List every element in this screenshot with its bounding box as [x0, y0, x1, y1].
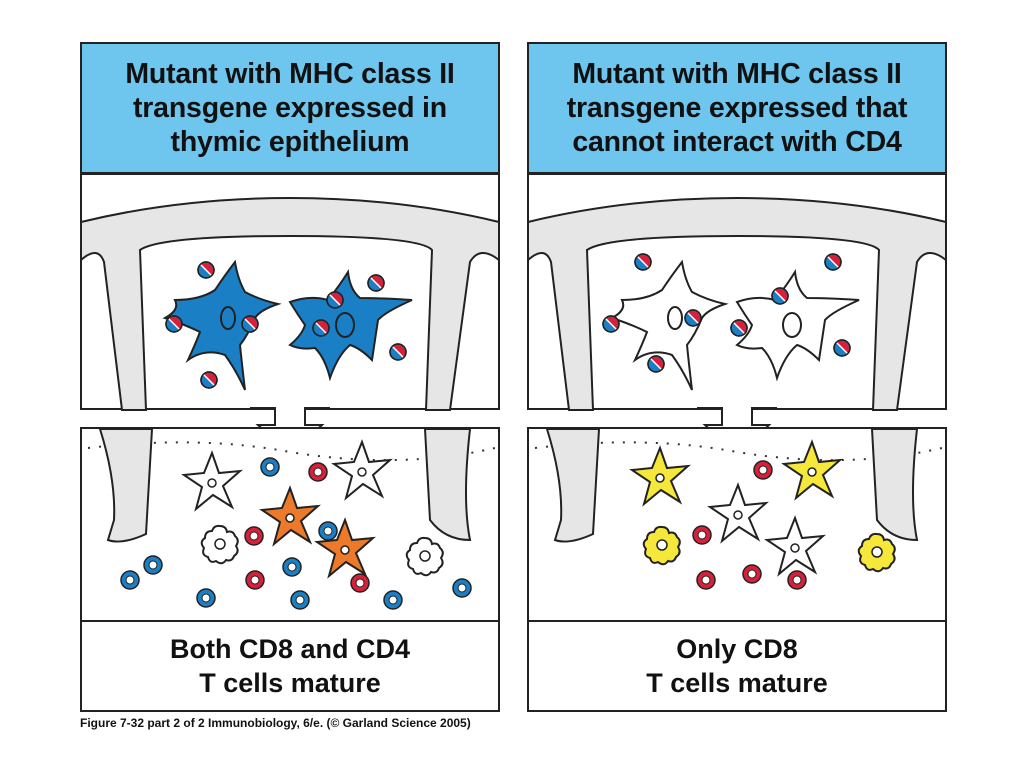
left-panel-title-box: Mutant with MHC class II transgene expre… [80, 42, 500, 174]
left-cortex-section [80, 427, 500, 622]
left-panel-result-box: Both CD8 and CD4 T cells mature [80, 620, 500, 712]
right-thymus-section [527, 173, 947, 457]
right-panel-title: Mutant with MHC class II transgene expre… [566, 58, 908, 158]
left-panel-title: Mutant with MHC class II transgene expre… [125, 58, 455, 158]
figure-caption: Figure 7-32 part 2 of 2 Immunobiology, 6… [80, 716, 471, 730]
right-panel-title-box: Mutant with MHC class II transgene expre… [527, 42, 947, 174]
left-thymus-section [80, 173, 500, 457]
left-panel-result: Both CD8 and CD4 T cells mature [169, 634, 410, 698]
right-panel-result: Only CD8 T cells mature [646, 634, 828, 698]
right-cortex-section [527, 427, 947, 622]
right-panel-result-box: Only CD8 T cells mature [527, 620, 947, 712]
